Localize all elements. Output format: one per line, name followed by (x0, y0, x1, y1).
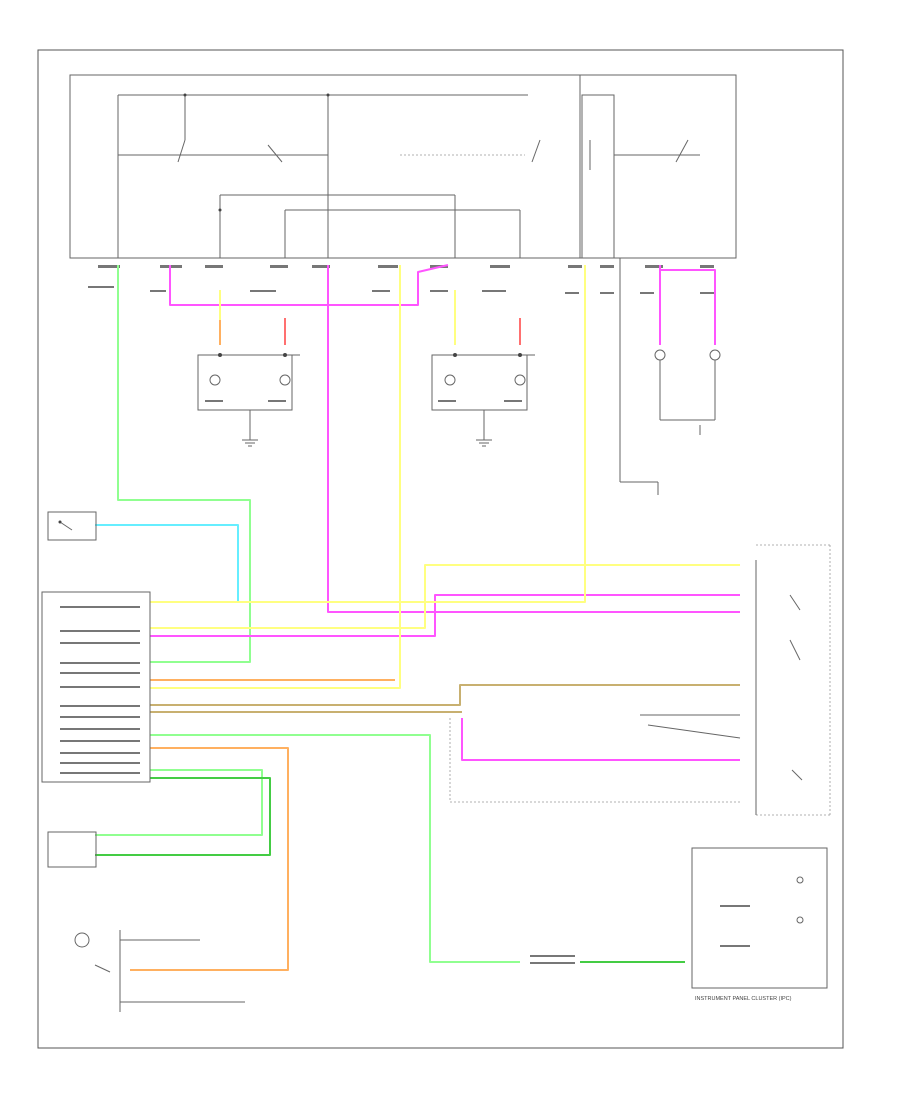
ambient-light-sensor (47, 831, 97, 868)
relay-center-left (69, 74, 591, 259)
wire-pink-headlamp-bus (169, 264, 449, 306)
wire-yellow-bcm-ts (150, 564, 740, 629)
wire-pink-fog (659, 265, 716, 345)
hazard-switch (47, 511, 97, 541)
left-headlamp-assembly (197, 353, 300, 447)
wire-pink-lower (461, 718, 740, 761)
headlamp-switch (74, 930, 245, 1012)
wire-light-green-ambient (95, 769, 263, 836)
wire-cyan-hazard (95, 524, 239, 603)
instrument-cluster-label: INSTRUMENT PANEL CLUSTER (IPC) (695, 996, 792, 1002)
body-control-module (41, 591, 151, 783)
wire-light-green-to-ipc (150, 734, 520, 963)
wire-green-ambient-return (95, 777, 271, 856)
wire-tan-bcm-ts (150, 684, 740, 706)
connector-pins (88, 265, 714, 294)
right-headlamp-assembly (431, 353, 535, 447)
wire-light-green-main (117, 265, 251, 663)
wire-pink-bcm-ts (327, 265, 740, 613)
wire-pink-bcm-ts-2 (150, 594, 740, 637)
fog-lamp-assembly (619, 258, 721, 495)
wire-red-right-hl (284, 318, 521, 345)
wire-orange-hl-switch (130, 747, 289, 971)
relay-center-right (579, 74, 737, 259)
wire-yellow-relay-right (150, 265, 586, 603)
wire-yellow-hl-ctrl (150, 265, 401, 689)
daytime-running-module (530, 955, 575, 964)
diagram-border (37, 49, 844, 1049)
turn-signal-switch (449, 544, 831, 816)
instrument-panel-cluster: INSTRUMENT PANEL CLUSTER (IPC) (691, 847, 828, 1002)
